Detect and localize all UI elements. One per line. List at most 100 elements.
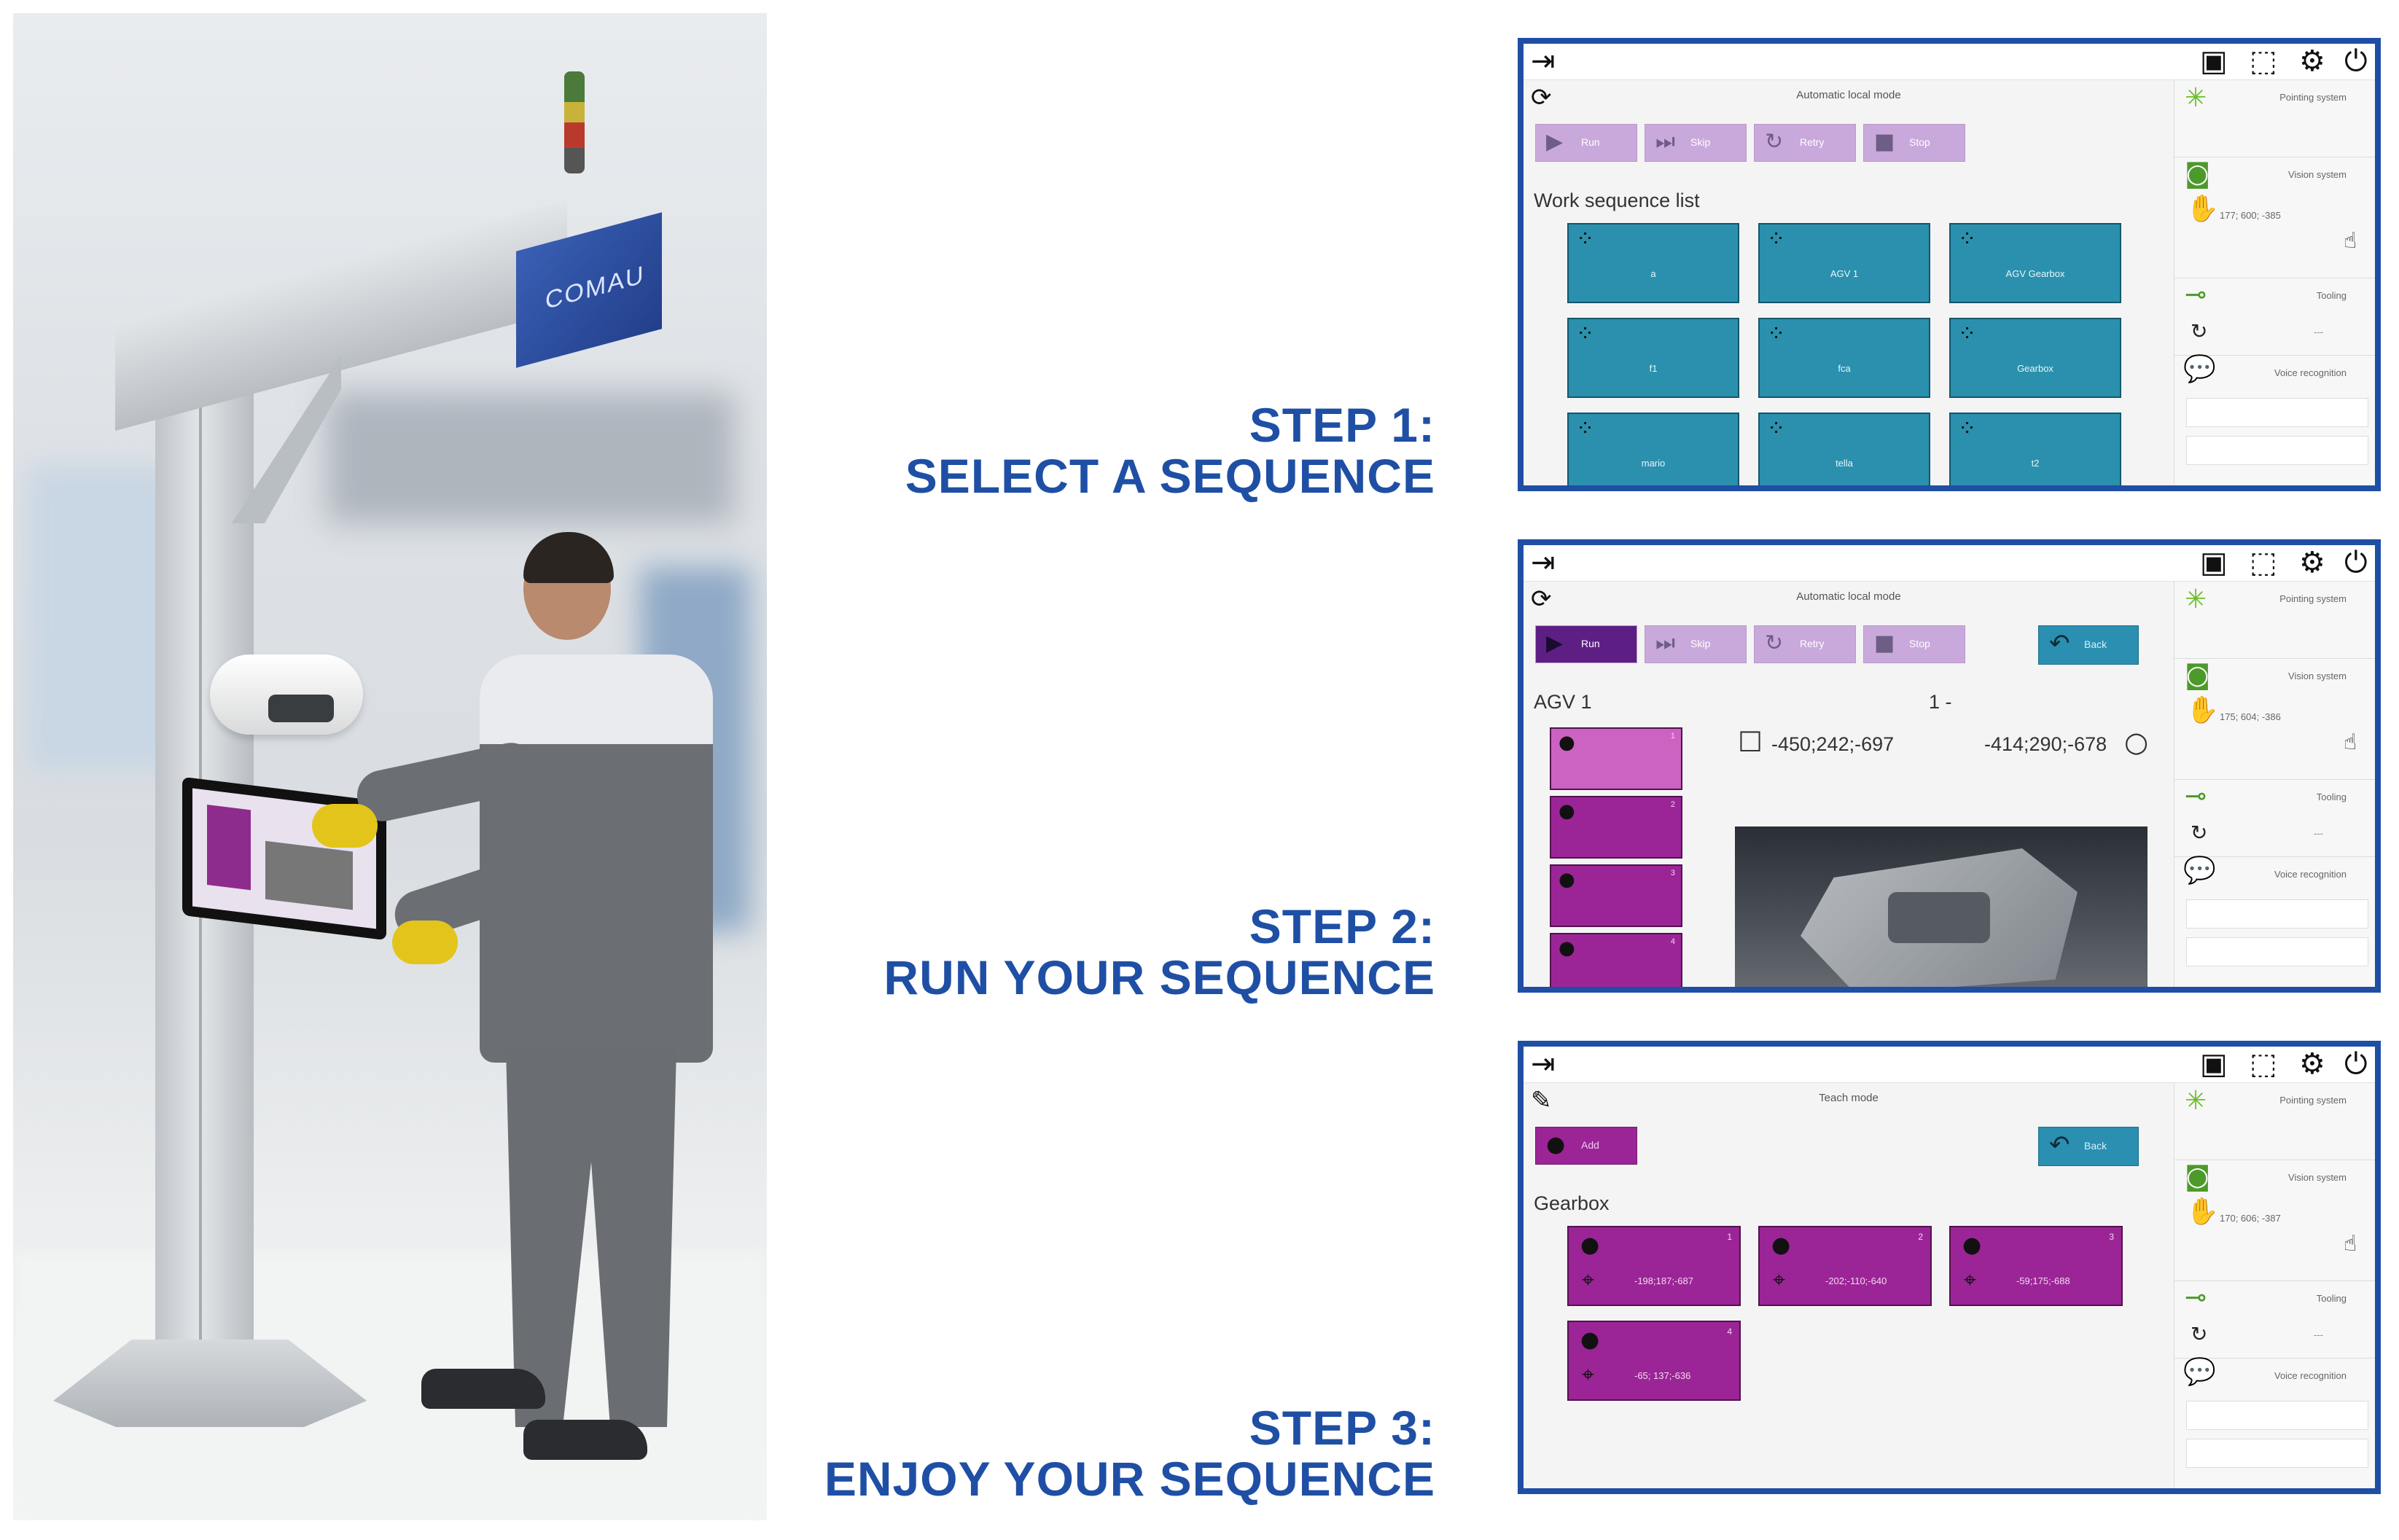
voice-section: 💬 Voice recognition	[2174, 1359, 2375, 1488]
back-button[interactable]: ↶Back	[2038, 625, 2139, 665]
stop-button[interactable]: ■Stop	[1863, 625, 1965, 663]
window-icon[interactable]: ▣	[2200, 1047, 2228, 1081]
retry-button[interactable]: ↻Retry	[1754, 124, 1856, 162]
add-button[interactable]: ●Add	[1535, 1127, 1637, 1165]
sequence-tile[interactable]: ⁘AGV 1	[1758, 223, 1930, 303]
skip-icon: ⏭	[1655, 129, 1675, 155]
power-icon[interactable]: ⏻	[2344, 44, 2368, 78]
hand-icon: ✋	[2186, 194, 2219, 224]
step-icon: ●	[1771, 1232, 1791, 1258]
refresh-icon[interactable]: ↻	[2191, 319, 2208, 343]
mode-label: Teach mode	[1819, 1092, 1879, 1104]
square-target-icon: ☐	[1738, 726, 1763, 758]
sequence-tile[interactable]: ⁘Gearbox	[1949, 318, 2121, 398]
step-text: SELECT A SEQUENCE	[905, 449, 1435, 503]
teach-step-tile[interactable]: ●3⌖-59;175;-688	[1949, 1226, 2123, 1306]
mode-label: Automatic local mode	[1796, 590, 1901, 603]
top-bar: ⇥ ▣ ⬚ ⚙ ⏻	[1524, 545, 2375, 582]
teach-step-tile[interactable]: ●1⌖-198;187;-687	[1567, 1226, 1741, 1306]
gear-icon[interactable]: ⚙	[2299, 546, 2325, 579]
retry-button[interactable]: ↻Retry	[1754, 625, 1856, 663]
tooling-section: ⊸ Tooling ↻ ---	[2174, 780, 2375, 857]
tooling-value: ---	[2314, 828, 2323, 839]
step-2-label: STEP 2: RUN YOUR SEQUENCE	[883, 901, 1435, 1003]
hand-icon: ✋	[2186, 695, 2219, 725]
sequence-icon: ⁘	[1767, 321, 1786, 347]
sequence-tile[interactable]: ⁘a	[1567, 223, 1739, 303]
sequence-tile[interactable]: ⁘fca	[1758, 318, 1930, 398]
status-sidebar: ✳ Pointing system ◙ Vision system ✋ 170;…	[2174, 1083, 2375, 1488]
voice-output-box	[2186, 1439, 2368, 1468]
fullscreen-icon[interactable]: ⬚	[2250, 44, 2277, 78]
status-sidebar: ✳ Pointing system ◙ Vision system ✋ 175;…	[2174, 582, 2375, 987]
tooling-section: ⊸ Tooling ↻ ---	[2174, 278, 2375, 356]
stop-button[interactable]: ■Stop	[1863, 124, 1965, 162]
sequence-list-title: Work sequence list	[1534, 189, 1700, 211]
tool-icon: ⊸	[2185, 781, 2207, 811]
vision-section: ◙ Vision system ✋ 175; 604; -386 ☝	[2174, 659, 2375, 780]
gear-icon[interactable]: ⚙	[2299, 44, 2325, 78]
skip-button[interactable]: ⏭Skip	[1645, 124, 1747, 162]
yellow-glove	[392, 921, 458, 964]
fullscreen-icon[interactable]: ⬚	[2250, 1047, 2277, 1081]
vision-section: ◙ Vision system ✋ 170; 606; -387 ☝	[2174, 1160, 2375, 1281]
step-1-label: STEP 1: SELECT A SEQUENCE	[905, 399, 1435, 501]
sequence-tile[interactable]: ⁘mario	[1567, 413, 1739, 485]
laser-icon: ✳	[2185, 585, 2207, 614]
sequence-icon: ⁘	[1576, 416, 1595, 442]
sequence-icon: ⁘	[1958, 416, 1977, 442]
vision-section: ◙ Vision system ✋ 177; 600; -385 ☝	[2174, 157, 2375, 278]
retry-label: Retry	[1800, 136, 1825, 148]
voice-section: 💬 Voice recognition	[2174, 356, 2375, 485]
laser-icon: ✳	[2185, 83, 2207, 113]
teach-step-tile[interactable]: ●2⌖-202;-110;-640	[1758, 1226, 1932, 1306]
back-button[interactable]: ↶Back	[2038, 1127, 2139, 1166]
touch-icon[interactable]: ☝	[2344, 1231, 2357, 1256]
vision-value: 175; 604; -386	[2220, 711, 2281, 722]
sequence-icon: ⁘	[1958, 227, 1977, 252]
sequence-tile[interactable]: ⁘tella	[1758, 413, 1930, 485]
run-button[interactable]: ▶Run	[1535, 124, 1637, 162]
crosshair-icon: ⌖	[1773, 1267, 1785, 1293]
window-icon[interactable]: ▣	[2200, 546, 2228, 579]
auto-mode-icon: ⟳	[1531, 83, 1552, 112]
refresh-icon[interactable]: ↻	[2191, 1322, 2208, 1346]
stop-label: Stop	[1909, 136, 1930, 148]
step-number: STEP 2:	[1249, 899, 1435, 953]
step-tile[interactable]: ●2	[1550, 796, 1682, 859]
voice-output-box	[2186, 1401, 2368, 1430]
login-icon[interactable]: ⇥	[1531, 44, 1556, 78]
touch-icon[interactable]: ☝	[2344, 730, 2357, 755]
run-button[interactable]: ▶Run	[1535, 625, 1637, 663]
teach-step-tile[interactable]: ●4⌖-65; 137;-636	[1567, 1321, 1741, 1401]
step-icon: ●	[1962, 1232, 1982, 1258]
step-tile[interactable]: ●3	[1550, 864, 1682, 927]
fullscreen-icon[interactable]: ⬚	[2250, 546, 2277, 579]
skip-button[interactable]: ⏭Skip	[1645, 625, 1747, 663]
step-number: STEP 1:	[1249, 398, 1435, 452]
sequence-tile[interactable]: ⁘t2	[1949, 413, 2121, 485]
sequence-icon: ⁘	[1576, 321, 1595, 347]
sequence-icon: ⁘	[1767, 416, 1786, 442]
add-label: Add	[1581, 1139, 1599, 1151]
power-icon[interactable]: ⏻	[2344, 546, 2368, 579]
laser-icon: ✳	[2185, 1086, 2207, 1116]
gear-icon[interactable]: ⚙	[2299, 1047, 2325, 1081]
power-icon[interactable]: ⏻	[2344, 1047, 2368, 1081]
step-tile[interactable]: ●4	[1550, 933, 1682, 987]
target-coordinate: -414;290;-678	[1984, 733, 2107, 755]
touch-icon[interactable]: ☝	[2344, 228, 2357, 254]
window-icon[interactable]: ▣	[2200, 44, 2228, 78]
refresh-icon[interactable]: ↻	[2191, 821, 2208, 845]
step-tile[interactable]: ●1	[1550, 727, 1682, 790]
sequence-tile[interactable]: ⁘f1	[1567, 318, 1739, 398]
sequence-icon: ⁘	[1767, 227, 1786, 252]
product-photo: COMAU	[13, 13, 767, 1520]
camera-icon: ◙	[2185, 1162, 2210, 1192]
tool-icon: ⊸	[2185, 1283, 2207, 1313]
login-icon[interactable]: ⇥	[1531, 1047, 1556, 1081]
sequence-tile[interactable]: ⁘AGV Gearbox	[1949, 223, 2121, 303]
current-step-number: 1 -	[1929, 691, 1952, 713]
stop-icon: ■	[1874, 630, 1895, 656]
login-icon[interactable]: ⇥	[1531, 546, 1556, 579]
